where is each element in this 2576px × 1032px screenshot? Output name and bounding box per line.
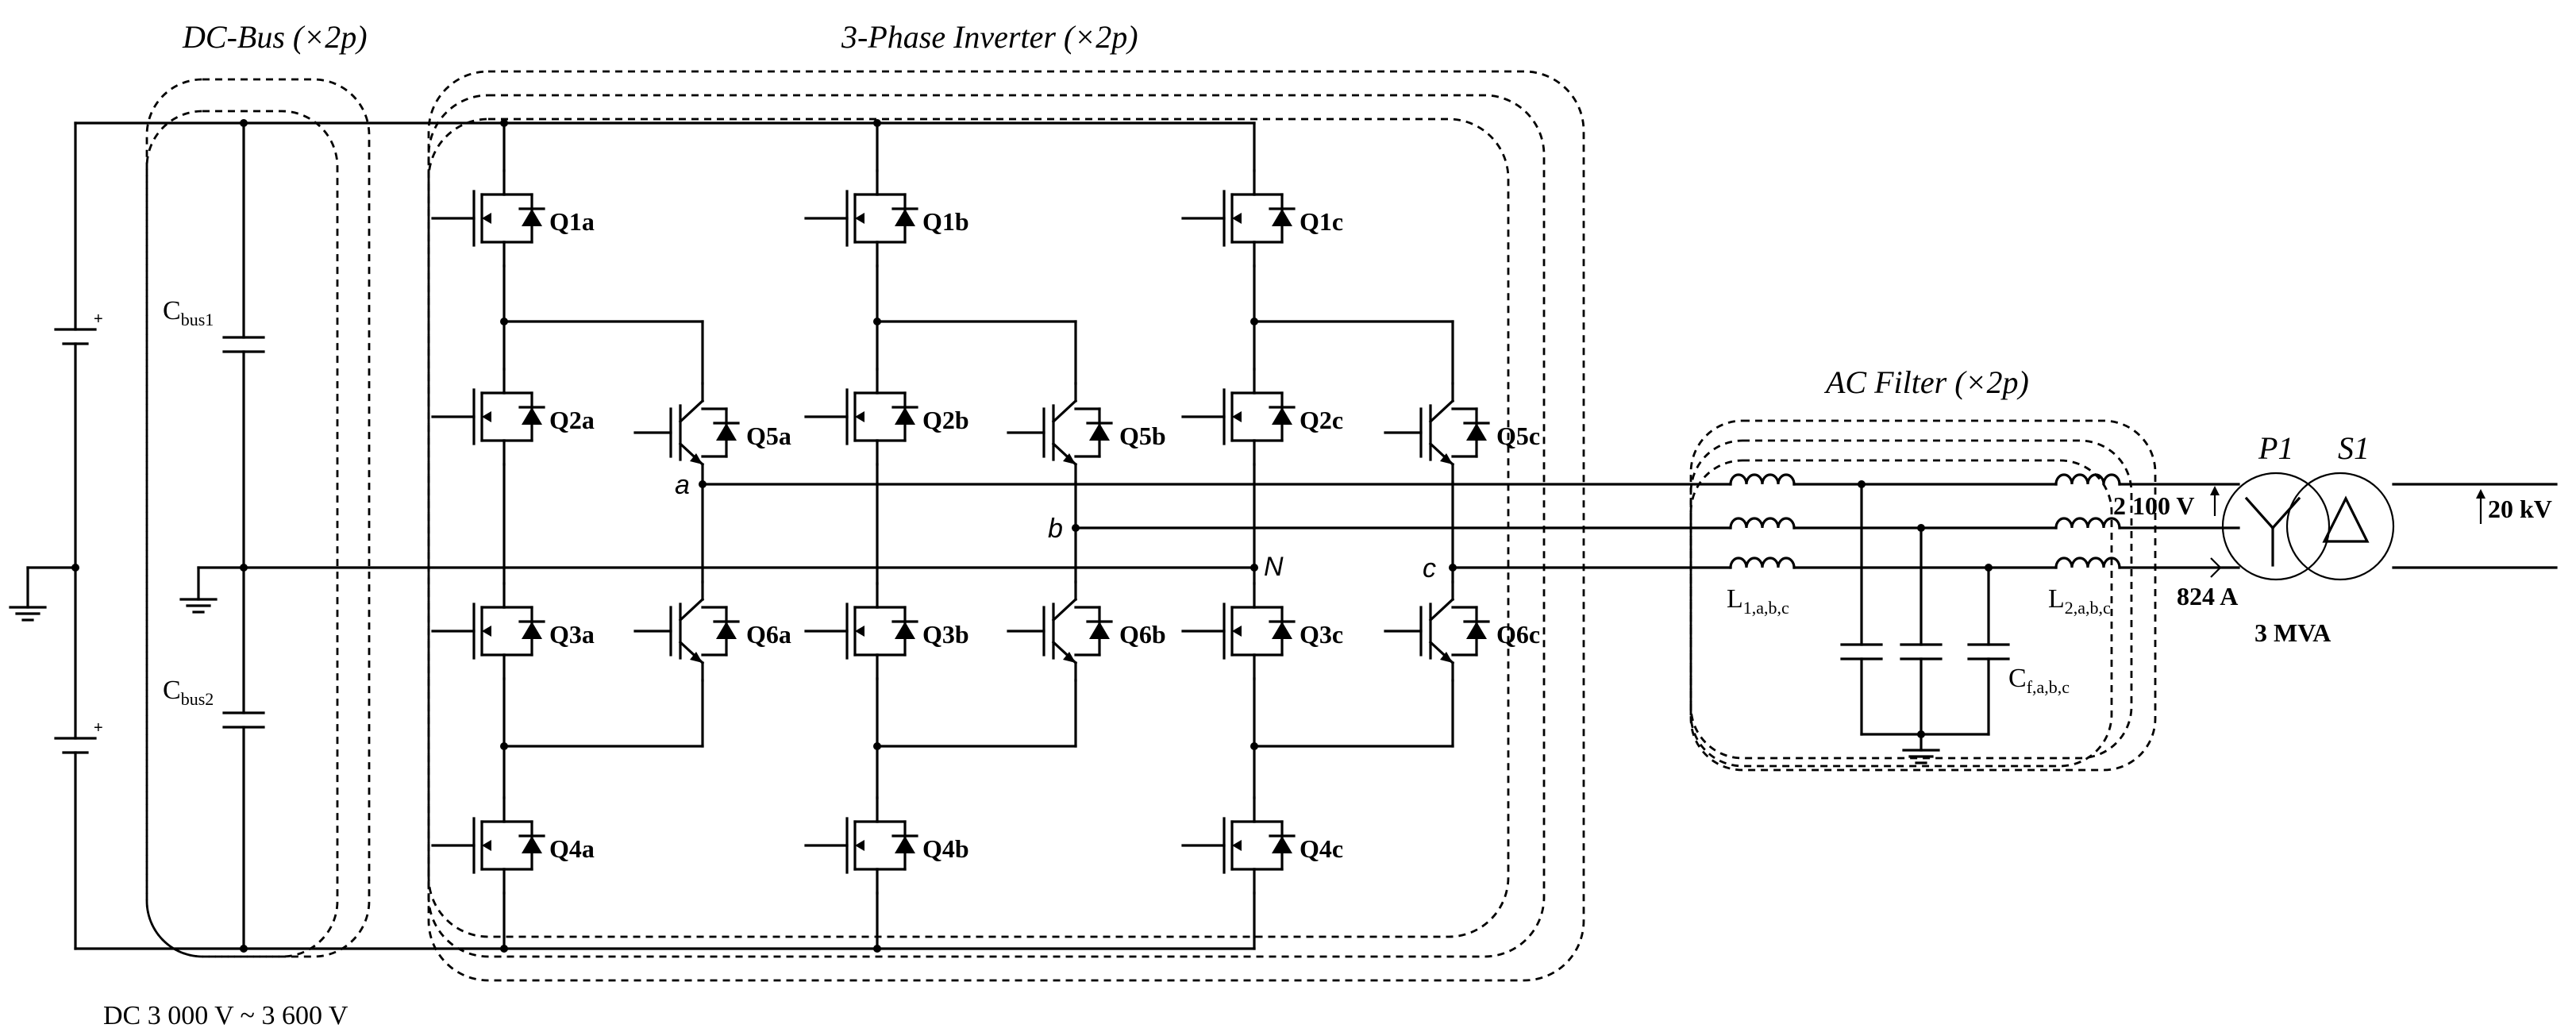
q5b-label: Q5b: [1119, 422, 1166, 450]
lv-voltage-label: 2 100 V: [2113, 491, 2195, 520]
cbus2-label: Cbus2: [163, 676, 214, 709]
node-a-label: a: [675, 470, 690, 500]
q3b-mosfet-icon: [804, 582, 918, 680]
q6b-igbt-icon: [1007, 580, 1113, 682]
phase-leg-a: Q1a Q2a Q3a Q4a Q5a Q6a: [431, 119, 791, 953]
q1c-mosfet-icon: [1181, 169, 1296, 268]
inductor-icon: [2054, 556, 2121, 569]
q4c-mosfet-icon: [1181, 796, 1296, 895]
inductor-icon: [2054, 473, 2121, 486]
inductor-icon: [2054, 517, 2121, 529]
q2b-label: Q2b: [922, 406, 969, 434]
inductor-icon: [1729, 517, 1796, 529]
phase-leg-b: Q1b Q2b Q3b Q4b Q5b Q6b: [804, 119, 1166, 953]
q2a-mosfet-icon: [431, 368, 545, 466]
q6b-label: Q6b: [1119, 620, 1166, 649]
q4a-mosfet-icon: [431, 796, 545, 895]
q5a-igbt-icon: [633, 382, 740, 483]
dc-bus-title: DC-Bus (×2p): [182, 19, 368, 55]
secondary-label: S1: [2338, 430, 2370, 466]
q5c-label: Q5c: [1496, 422, 1540, 450]
inductor-icon: [1729, 556, 1796, 569]
node-n-label: N: [1264, 552, 1284, 582]
node-c-label: c: [1423, 553, 1436, 583]
q1b-mosfet-icon: [804, 169, 918, 268]
q1a-label: Q1a: [549, 207, 595, 236]
q3c-mosfet-icon: [1181, 582, 1296, 680]
battery-plus-top: +: [94, 310, 103, 328]
ac-filter-title: AC Filter (×2p): [1823, 364, 2029, 400]
q2c-mosfet-icon: [1181, 368, 1296, 466]
dc-range-label: DC 3 000 V ~ 3 600 V: [103, 1001, 348, 1030]
q1a-mosfet-icon: [431, 169, 545, 268]
phase-leg-c: Q1c Q2c Q3c Q4c Q5c Q6c: [1181, 121, 1540, 950]
battery-string: + +: [9, 121, 103, 950]
ac-filter: L1,a,b,c L2,a,b,c Cf,a,b,c: [1727, 473, 2121, 764]
inductor-icon: [1729, 473, 1796, 486]
inverter-enclosure: [427, 70, 1585, 982]
battery-plus-bottom: +: [94, 719, 103, 737]
arrow-up-icon: [2210, 486, 2220, 495]
q5b-igbt-icon: [1007, 382, 1113, 483]
q2b-mosfet-icon: [804, 368, 918, 466]
current-label: 824 A: [2177, 582, 2238, 610]
ground-icon: [179, 598, 218, 614]
cbus2-capacitor: Cbus2: [163, 566, 265, 950]
hv-voltage-label: 20 kV: [2488, 495, 2552, 523]
ground-icon: [9, 606, 47, 622]
q3a-label: Q3a: [549, 620, 595, 649]
dc-bus-enclosure: [145, 78, 371, 958]
inverter-title: 3-Phase Inverter (×2p): [841, 19, 1138, 55]
q6c-label: Q6c: [1496, 620, 1540, 649]
arrow-up-icon: [2476, 489, 2486, 499]
q2a-label: Q2a: [549, 406, 595, 434]
q6a-igbt-icon: [633, 580, 740, 682]
q3c-label: Q3c: [1300, 620, 1343, 649]
q6a-label: Q6a: [746, 620, 791, 649]
l2-label: L2,a,b,c: [2048, 584, 2111, 618]
arrow-right-icon: [2210, 557, 2222, 578]
q3b-label: Q3b: [922, 620, 969, 649]
q1c-label: Q1c: [1300, 207, 1343, 236]
q6c-igbt-icon: [1384, 580, 1490, 682]
rating-label: 3 MVA: [2254, 618, 2331, 647]
node-b-label: b: [1048, 514, 1063, 544]
cbus1-label: Cbus1: [163, 296, 214, 329]
primary-label: P1: [2258, 430, 2293, 466]
l1-label: L1,a,b,c: [1727, 584, 1789, 618]
q1b-label: Q1b: [922, 207, 969, 236]
q3a-mosfet-icon: [431, 582, 545, 680]
q5a-label: Q5a: [746, 422, 791, 450]
q4b-label: Q4b: [922, 834, 969, 863]
q5c-igbt-icon: [1384, 382, 1490, 483]
ac-filter-enclosure: [1689, 419, 2157, 772]
dc-bus-rails: [74, 119, 1256, 953]
q2c-label: Q2c: [1300, 406, 1343, 434]
cf-label: Cf,a,b,c: [2008, 664, 2070, 697]
q4c-label: Q4c: [1300, 834, 1343, 863]
q4a-label: Q4a: [549, 834, 595, 863]
transformer: P1 S1 3 MVA 2 100 V 20 kV 824 A: [2113, 430, 2558, 647]
phase-output-lines: a b c N: [675, 470, 1732, 583]
ground-icon: [1902, 749, 1940, 764]
cbus1-capacitor: Cbus1: [163, 121, 265, 569]
q4b-mosfet-icon: [804, 796, 918, 895]
